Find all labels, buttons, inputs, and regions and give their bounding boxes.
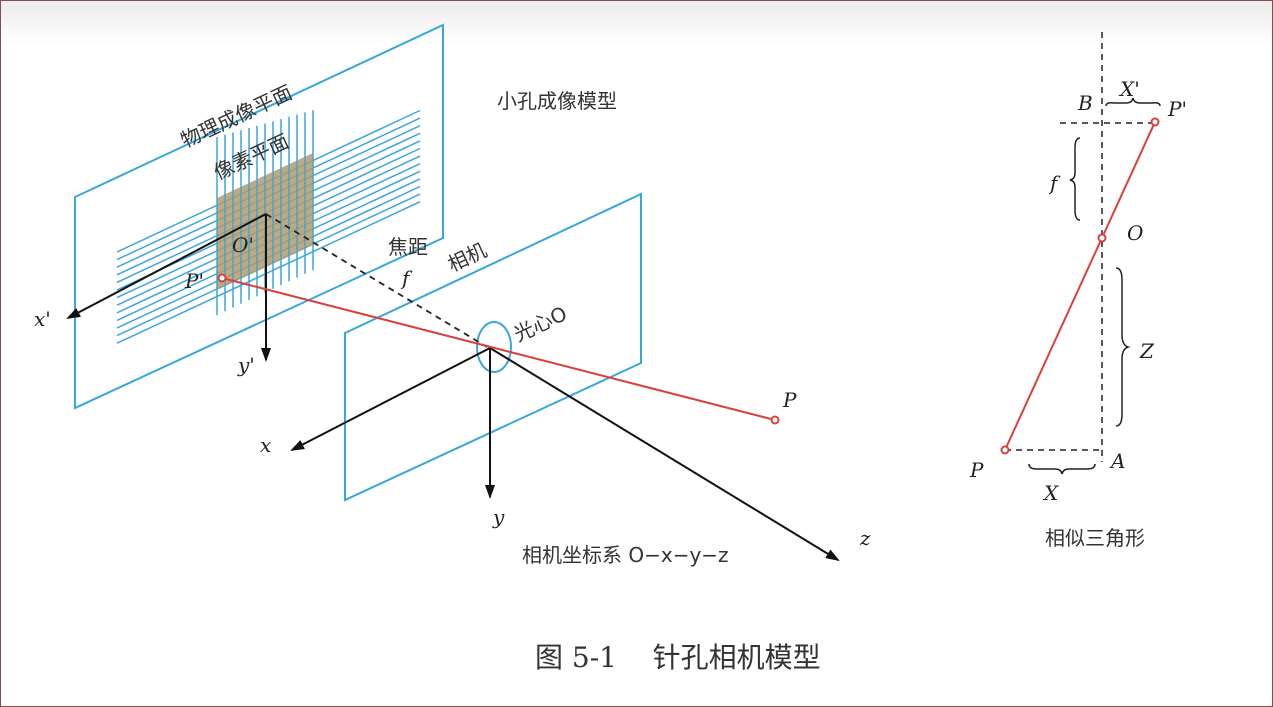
right-p-point [1000,445,1010,455]
o-prime-label: O' [232,233,254,257]
focal-dashed-line [265,213,488,348]
x-axis [290,347,491,451]
f-brace [1069,137,1081,221]
focal-label: 焦距 [388,235,428,259]
similar-triangles-label: 相似三角形 [1045,526,1145,550]
right-p-prime-label: P' [1167,97,1187,121]
camera-label: 相机 [444,238,490,277]
x-prime-label: x' [34,307,51,331]
z-axis [489,347,840,562]
y-prime-label: y' [237,353,255,377]
similar-ray [1004,121,1156,451]
x-prime-brace [1105,97,1161,107]
b-label: B [1077,91,1093,115]
right-p-prime-point [1150,117,1160,127]
y-label: y [492,505,505,529]
right-p-label: P [969,458,984,482]
p-point [770,415,780,425]
right-f-label: f [1048,171,1061,195]
right-x-prime-label: X' [1118,77,1140,101]
x-prime-axis [66,213,267,319]
x-brace [1028,463,1096,475]
z-brace [1115,267,1131,427]
p-prime-label: P' [184,269,204,293]
projection-ray [221,277,776,421]
physical-image-plane [74,23,444,410]
right-o-label: O [1127,221,1143,245]
right-o-point [1097,233,1107,243]
coord-system-label: 相机坐标系 O−x−y−z [522,543,729,567]
right-x-label: X [1042,481,1059,505]
figure-caption: 图 5-1 针孔相机模型 [535,641,821,674]
right-a-label: A [1109,449,1125,473]
title-label: 小孔成像模型 [497,89,617,113]
right-z-label: Z [1139,339,1155,363]
optical-center-label: 光心O [510,301,571,346]
pixel-grid-columns [216,110,314,315]
x-label: x [260,433,271,457]
p-prime-point [217,273,227,283]
optical-center-circle [476,321,512,373]
camera-plane [344,192,642,502]
p-label: P [782,388,797,412]
z-label: z [859,526,871,550]
pixel-grid-row [116,201,421,344]
focal-symbol: f [400,266,413,290]
